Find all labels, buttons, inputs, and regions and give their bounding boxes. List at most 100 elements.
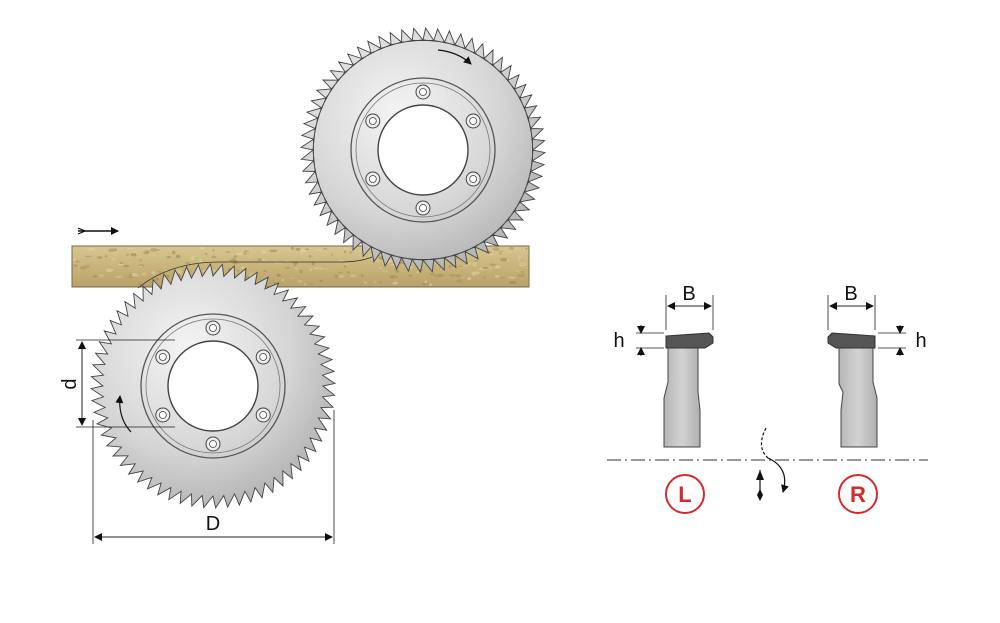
wood-grain-speck [72,258,77,262]
mounting-hole-bore [368,117,377,125]
wood-grain-speck [106,268,113,272]
wood-grain-speck [151,271,156,275]
wood-grain-speck [135,275,140,277]
left-hand-label: L [678,482,691,507]
wood-grain-speck [240,266,245,269]
wood-grain-speck [391,275,399,278]
carbide-tip-left [665,332,714,349]
wood-grain-speck [145,247,152,249]
wood-grain-speck [135,252,139,256]
wood-grain-speck [519,262,528,266]
wood-grain-speck [433,273,436,277]
wood-grain-speck [136,256,142,258]
wood-grain-speck [115,275,123,278]
right-hand-badge: R [838,474,878,514]
wood-grain-speck [152,253,157,257]
wood-grain-speck [494,275,500,278]
wood-grain-speck [483,276,486,279]
wood-grain-speck [276,273,281,277]
wood-grain-speck [471,271,478,275]
wood-grain-speck [92,275,98,278]
wood-grain-speck [274,260,282,265]
wood-grain-speck [516,246,519,250]
wood-grain-speck [140,272,148,276]
wood-grain-speck [455,257,458,260]
wood-grain-speck [204,252,208,255]
wood-grain-speck [177,267,182,270]
wood-grain-speck [507,250,513,254]
wood-grain-speck [521,271,525,274]
mounting-hole-bore [419,204,427,212]
wood-grain-speck [78,251,83,254]
mounting-hole-bore [209,324,217,332]
wood-grain-speck [408,274,413,277]
wood-grain-speck [343,263,349,266]
wood-grain-speck [448,264,452,269]
right-tool-profile: B h [827,283,927,448]
wood-grain-speck [343,265,347,268]
left-tool-profile: B h [613,283,714,448]
outer-diameter-label: D [206,513,220,535]
wood-grain-speck [290,277,294,279]
wood-grain-speck [498,252,503,255]
wood-grain-speck [379,280,383,284]
wood-grain-speck [125,254,130,256]
wood-grain-speck [269,249,278,253]
wood-grain-speck [138,282,142,286]
wood-grain-speck [393,281,399,283]
wood-grain-speck [87,248,95,251]
wood-grain-speck [297,280,303,283]
wood-grain-speck [474,259,479,262]
wood-grain-speck [360,274,364,277]
wood-grain-speck [430,272,434,276]
wood-grain-speck [111,257,117,261]
wood-grain-speck [261,250,267,254]
axis-rotation-icon [756,427,789,501]
right-hand-label: R [850,482,866,507]
wood-grain-speck [374,259,380,263]
bore-diameter-label: d [59,378,81,389]
mounting-hole-bore [469,117,478,125]
wood-grain-speck [337,271,343,274]
wood-grain-speck [263,269,268,273]
wood-grain-speck [126,248,134,250]
wood-grain-speck [281,278,284,282]
wood-grain-speck [172,250,176,255]
mounting-hole-bore [158,411,167,419]
wood-grain-speck [489,253,493,256]
wood-grain-speck [260,258,267,261]
wood-grain-speck [237,269,240,272]
wood-grain-speck [111,262,114,265]
wood-grain-speck [190,256,195,260]
wood-grain-speck [115,251,118,255]
wood-grain-speck [235,252,244,256]
wood-grain-speck [509,280,517,284]
wood-grain-speck [518,256,521,260]
wood-grain-speck [158,271,162,273]
tooth-height-label-right: h [915,330,926,352]
wood-grain-speck [130,253,138,257]
wood-grain-speck [455,274,461,278]
tooth-width-label-right: B [844,283,857,305]
wood-grain-speck [295,247,301,251]
wood-grain-speck [338,274,345,278]
wood-grain-speck [139,265,143,268]
wood-grain-speck [117,264,125,266]
arrow-right-icon [77,227,119,235]
wood-grain-speck [343,248,350,250]
upper-saw-blade [299,26,547,274]
wood-grain-speck [230,254,235,257]
wood-grain-speck [499,250,504,252]
wood-grain-speck [507,276,516,279]
wood-grain-speck [162,266,167,269]
wood-grain-speck [224,251,232,253]
wood-grain-speck [462,277,465,279]
rotation-arrow-icon [437,49,472,65]
wood-grain-speck [99,274,104,277]
wood-grain-speck [378,267,383,269]
wood-grain-speck [449,274,456,277]
wood-grain-speck [303,283,306,286]
wood-grain-speck [311,261,315,266]
